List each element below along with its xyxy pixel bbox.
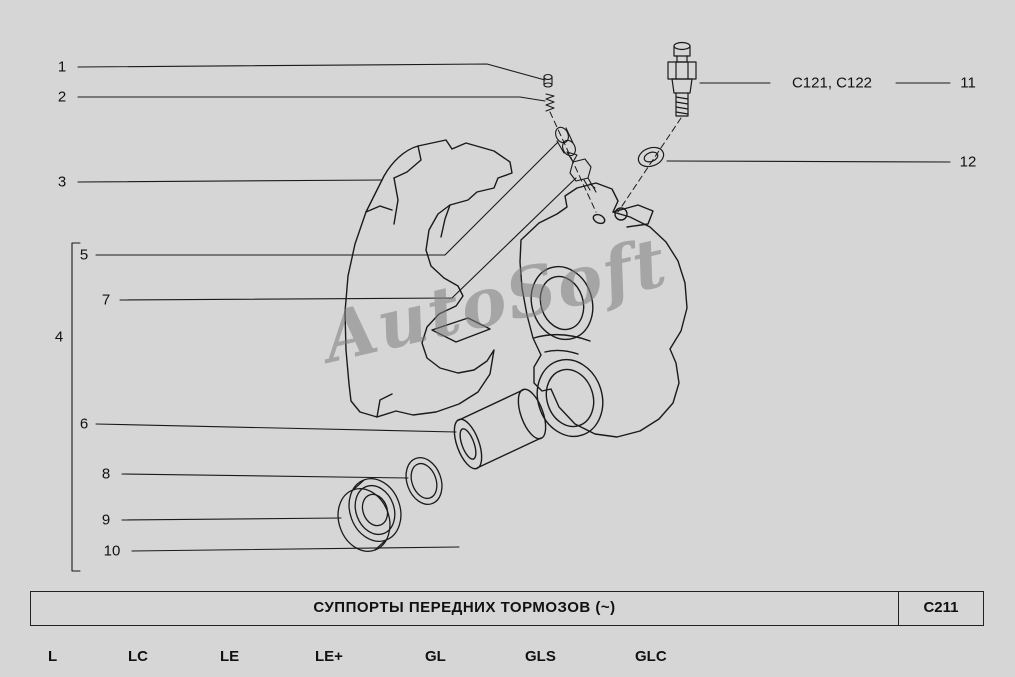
section-code: C211	[898, 592, 983, 625]
ref-label-c121-c122: C121, C122	[791, 74, 873, 92]
variant-le: LE	[220, 648, 240, 665]
callout-6: 6	[79, 415, 89, 433]
callout-8: 8	[101, 465, 111, 483]
variant-glc: GLC	[635, 648, 667, 665]
caliper-body-drawing	[519, 182, 688, 438]
bleeder-cap-drawing	[543, 73, 553, 88]
boot-ring-drawing	[337, 478, 402, 552]
variant-lc: LC	[128, 648, 148, 665]
parts-diagram	[71, 41, 951, 572]
variant-gl: GL	[425, 648, 446, 665]
variant-le-plus: LE+	[315, 648, 343, 665]
callout-11: 11	[960, 74, 976, 92]
seal-ring-drawing	[405, 457, 443, 505]
guide-bushing-drawing	[555, 126, 576, 157]
bleeder-screw-drawing	[566, 151, 597, 193]
union-bolt-drawing	[667, 41, 697, 117]
callout-10: 10	[103, 542, 121, 560]
callout-3: 3	[57, 173, 67, 191]
callout-7: 7	[101, 291, 111, 309]
callout-9: 9	[101, 511, 111, 529]
section-title: СУППОРТЫ ПЕРЕДНИХ ТОРМОЗОВ (~)	[313, 599, 616, 616]
footer-table: СУППОРТЫ ПЕРЕДНИХ ТОРМОЗОВ (~) C211	[30, 591, 984, 626]
callout-2: 2	[57, 88, 67, 106]
variant-l: L	[48, 648, 58, 665]
spring-drawing	[545, 93, 555, 112]
leader-lines	[71, 63, 951, 572]
callout-5: 5	[79, 246, 89, 264]
callout-4: 4	[54, 328, 64, 346]
caliper-bracket-drawing	[344, 139, 513, 418]
variant-gls: GLS	[525, 648, 556, 665]
callout-1: 1	[57, 58, 67, 76]
washer-drawing	[637, 146, 665, 168]
callout-12: 12	[959, 153, 977, 171]
piston-drawing	[453, 388, 547, 470]
